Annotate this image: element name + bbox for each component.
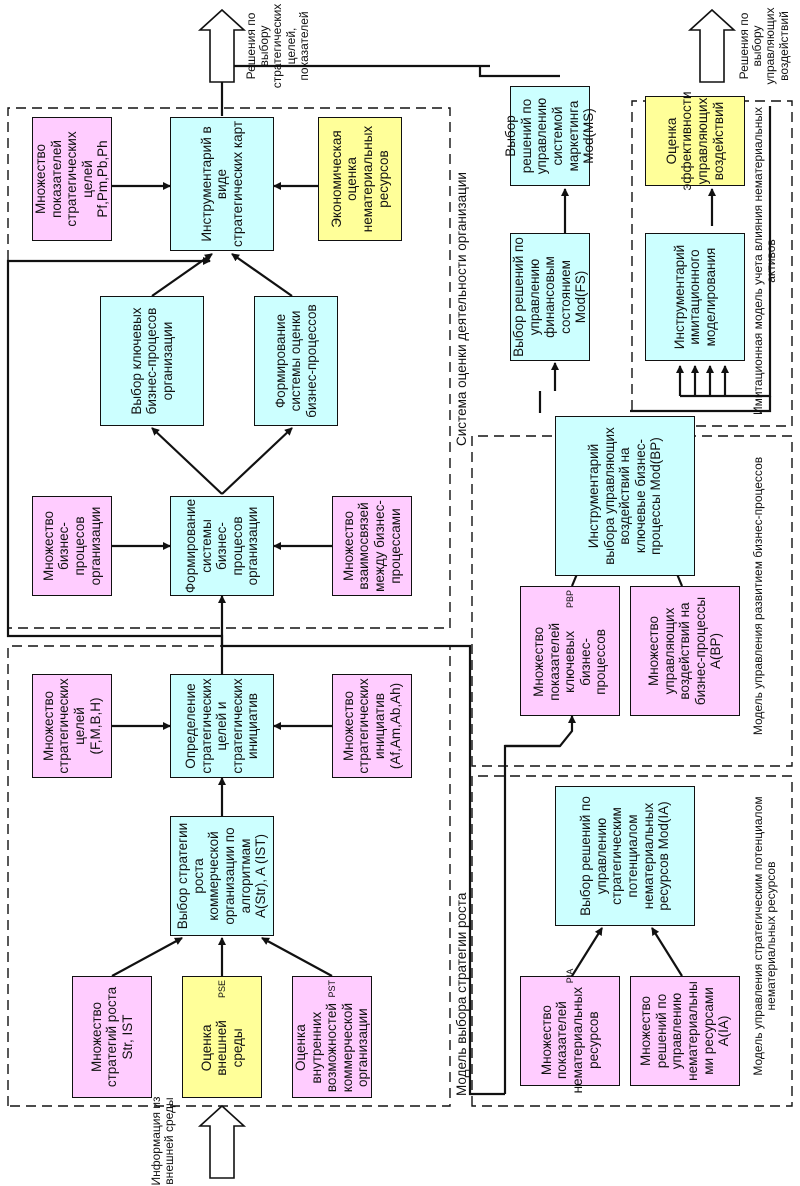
line-ms-to-top bbox=[478, 66, 560, 78]
box-bp-set: Множество бизнес-процесов организации bbox=[32, 496, 112, 596]
box-initiatives-set: Множество стратегических инициатив (Af,A… bbox=[332, 674, 412, 778]
box-intangible-econ: Экономическая оценка нематериальных ресу… bbox=[318, 117, 402, 241]
loop-to-keybpind bbox=[505, 715, 576, 748]
box-ia-decisions: Множество решений по управлению нематери… bbox=[630, 976, 740, 1086]
arrow-iadec-to-iamod bbox=[651, 927, 683, 977]
arrow-strategies-to-choice bbox=[111, 937, 183, 977]
box-effect-eval: Оценка эффективности управляющих воздейс… bbox=[645, 91, 745, 191]
output-goals-hollow-arrow bbox=[197, 8, 247, 83]
arrow-iaind-to-iamod bbox=[571, 927, 603, 977]
note-input: Информация из внешней среды bbox=[149, 1096, 177, 1186]
section-label-intangible: Модель управления стратегическим потенци… bbox=[751, 796, 779, 1076]
internal-eval-sup: PST bbox=[326, 980, 337, 998]
output-actions-hollow-arrow bbox=[687, 8, 737, 83]
box-growth-choice: Выбор стратегии роста коммерческой орган… bbox=[170, 816, 274, 936]
box-goals-set: Множество стратегических целей (F,M,B,H) bbox=[32, 674, 112, 778]
box-ia-indicators: Множество показателей нематериальных рес… bbox=[520, 969, 620, 1093]
section-label-evaluation: Система оценки деятельности организации bbox=[454, 172, 469, 446]
box-bp-eval-system: Формирование системы оценки бизнес-проце… bbox=[254, 296, 338, 426]
ia-indicators-sup: PIA bbox=[564, 968, 575, 984]
env-eval-text: Оценка внешней среды bbox=[198, 1020, 245, 1076]
section-label-bp: Модель управления развитием бизнес-проце… bbox=[751, 456, 765, 736]
box-bp-actions: Множество управляющих воздействий на биз… bbox=[630, 586, 740, 716]
arrow-bpsystem-to-evalsys bbox=[221, 427, 293, 495]
box-internal-eval: Оценка внутренних возможностей коммерчес… bbox=[292, 976, 372, 1098]
line-bpmod-to-sim bbox=[630, 396, 772, 413]
box-ms-mod: Выбор решений по управлению системой мар… bbox=[503, 86, 596, 186]
input-hollow-arrow bbox=[197, 1104, 247, 1179]
box-key-bp: Выбор ключевых бизнес-процесов организац… bbox=[100, 296, 204, 426]
arrow-evalsys-to-maps bbox=[231, 253, 293, 297]
box-sim-tools: Инструментарий имитационного моделирован… bbox=[645, 233, 745, 361]
line-definition-to-bottom bbox=[222, 644, 505, 1096]
box-fs-mod: Выбор решений по управлению финансовым с… bbox=[510, 233, 590, 361]
key-bp-ind-sup: PBP bbox=[564, 590, 575, 609]
box-goal-definition: Определение стратегических целей и страт… bbox=[170, 674, 274, 778]
section-label-simulation: Имитационная модель учета влияния немате… bbox=[751, 106, 779, 416]
loop-definition-to-maps bbox=[6, 257, 224, 646]
ia-indicators-text: Множество показателей нематериальных рес… bbox=[538, 986, 601, 1094]
note-out-actions: Решения по выбору управляющих воздействи… bbox=[737, 7, 791, 85]
box-bp-system: Формирование системы бизнес-процесов орг… bbox=[170, 496, 274, 596]
box-ia-mod: Выбор решений по управлению стратегическ… bbox=[555, 786, 695, 926]
key-bp-ind-text: Множество показателей ключевых бизнес-пр… bbox=[531, 623, 609, 701]
box-goal-indicators: Множество показателей стратегических цел… bbox=[32, 117, 112, 241]
section-border-intangible bbox=[471, 775, 793, 1107]
box-env-eval: Оценка внешней среды PSE bbox=[182, 976, 262, 1098]
arrow-bpsystem-to-keybp bbox=[151, 427, 223, 495]
box-strategies-set: Множество стратегий роста Str, IST bbox=[72, 976, 152, 1098]
box-bp-links: Множество взаимосвязей между бизнес-проц… bbox=[332, 496, 412, 596]
env-eval-sup: PSE bbox=[216, 980, 227, 999]
box-strategic-maps: Инструментарий в виде стратегических кар… bbox=[170, 117, 274, 251]
note-out-goals: Решения по выбору стратегических целей, … bbox=[244, 3, 311, 89]
internal-eval-text: Оценка внутренних возможностей коммерчес… bbox=[293, 1003, 371, 1093]
section-label-growth: Модель выбора стратегии роста bbox=[454, 892, 469, 1096]
box-bp-mod: Инструментарий выбора управляющих воздей… bbox=[555, 416, 695, 576]
box-key-bp-indicators: Множество показателей ключевых бизнес-пр… bbox=[520, 586, 620, 716]
arrow-internal-to-choice bbox=[261, 937, 333, 977]
